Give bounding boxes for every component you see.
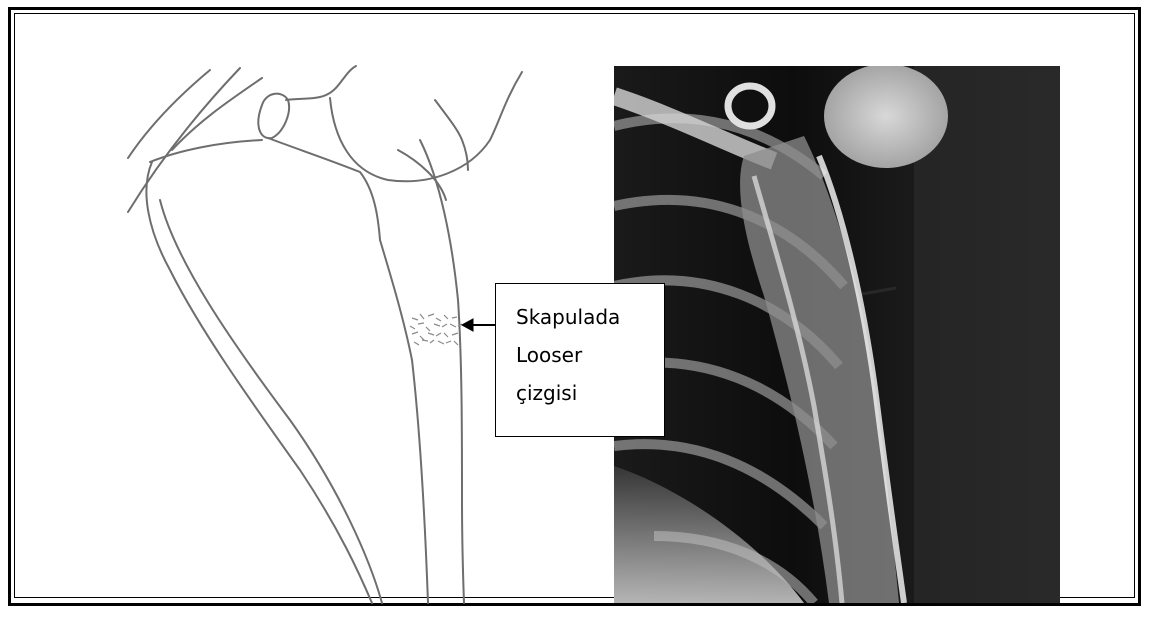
humeral-head-arc (330, 72, 522, 181)
arrow-pointer (462, 319, 495, 331)
scapula-body-outline (146, 140, 372, 603)
annotation-line-3: çizgisi (516, 374, 664, 412)
rib-curve-2 (128, 68, 240, 212)
xray-humeral-head (824, 66, 948, 168)
lateral-border-1 (380, 240, 428, 603)
clavicle-end (258, 94, 289, 139)
glenoid-line (268, 138, 380, 240)
radiograph-svg (614, 66, 1060, 603)
annotation-line-2: Looser (516, 336, 664, 374)
radiograph-image (614, 66, 1060, 603)
annotation-line-1: Skapulada (516, 298, 664, 336)
lateral-border-2 (420, 140, 464, 603)
scapula-inner-outline (160, 200, 382, 603)
annotation-label-box: Skapulada Looser çizgisi (495, 283, 665, 437)
looser-zone-stipple (410, 314, 462, 345)
rib-curve-3 (172, 78, 262, 150)
acromion-outline (286, 66, 356, 100)
lateral-border-4 (435, 100, 468, 170)
